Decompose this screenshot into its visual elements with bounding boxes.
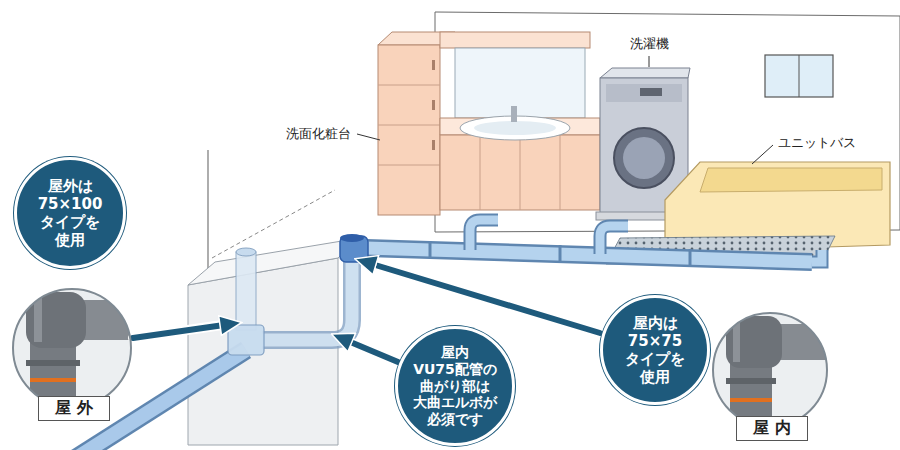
pointer-arrow <box>133 264 600 362</box>
leader-line-part <box>649 56 650 67</box>
callout-text: 屋外は 75×100 タイプを 使用 <box>38 177 103 249</box>
foundation <box>188 150 360 445</box>
elbow-photo-indoor <box>712 312 838 440</box>
drain-pipe-part <box>236 252 256 330</box>
drain-pipe-part <box>470 220 498 250</box>
washing-machine-part <box>623 137 665 179</box>
elbow-photo-outdoor-part <box>26 292 86 348</box>
elbow-photo-outdoor-part <box>26 360 80 366</box>
vanity-unit-part <box>378 45 440 215</box>
callout-circle: 屋内 VU75配管の 曲がり部は 大曲エルボが 必須です <box>395 326 515 446</box>
callout-text: 屋内 VU75配管の 曲がり部は 大曲エルボが 必須です <box>413 344 497 428</box>
drain-pipe <box>70 220 822 450</box>
elbow-photo-indoor-part <box>726 316 782 368</box>
drain-pipe-part <box>236 248 256 256</box>
washing-machine-part <box>606 84 682 102</box>
leader-line-part <box>357 134 380 140</box>
drain-pipe-part <box>812 250 822 262</box>
drain-pipe-part <box>470 220 498 250</box>
vanity-unit-part <box>432 140 435 150</box>
inset-tab-label: 屋 内 <box>736 416 808 441</box>
vanity-unit-part <box>378 165 440 166</box>
elbow-photo-indoor-part <box>733 322 740 362</box>
room-wall-part <box>799 55 800 97</box>
drain-pipe-part <box>600 226 628 254</box>
vanity-unit-part <box>378 85 440 86</box>
foundation-part <box>207 150 208 278</box>
inset-tab-label: 屋 外 <box>38 396 110 421</box>
vanity-unit <box>378 32 600 215</box>
drain-pipe-part <box>262 258 352 340</box>
unit-bath-part <box>700 168 882 192</box>
elbow-photo-indoor-part <box>726 378 776 384</box>
elbow-photo-outdoor-part <box>30 378 76 382</box>
drain-pipe-part <box>689 249 692 266</box>
drain-pipe-part <box>228 325 264 355</box>
drain-pipe-part <box>366 248 812 262</box>
part-label: 洗濯機 <box>630 36 669 52</box>
photo-inset: 屋 内 <box>712 312 828 428</box>
vanity-unit-part <box>378 125 440 126</box>
elbow-photo-outdoor-part <box>34 298 42 342</box>
drain-pipe-part <box>600 226 628 254</box>
drain-pipe-part <box>366 248 812 262</box>
elbow-photo-indoor-part <box>730 398 772 402</box>
washing-machine-part <box>600 68 690 78</box>
vanity-unit-part <box>432 60 435 70</box>
callout-text: 屋内は 75×75 タイプを 使用 <box>625 314 685 386</box>
leader-line-part <box>752 145 773 164</box>
callout-circle: 屋内は 75×75 タイプを 使用 <box>600 295 710 405</box>
vanity-unit-part <box>560 135 561 210</box>
vanity-unit-part <box>480 135 481 210</box>
drain-pipe-part <box>559 245 562 262</box>
pointer-arrow-part <box>348 341 398 362</box>
drain-pipe-part <box>340 234 364 242</box>
vanity-unit-part <box>440 135 600 210</box>
vanity-unit-part <box>440 32 590 48</box>
vanity-unit-part <box>520 135 521 210</box>
foundation-part <box>188 258 338 445</box>
leader-line <box>357 56 773 164</box>
foundation-part <box>188 238 360 285</box>
vanity-unit-part <box>455 48 585 118</box>
elbow-photo-outdoor <box>12 288 150 420</box>
drain-pipe-part <box>812 250 822 262</box>
vanity-unit-part <box>474 121 556 135</box>
part-label: ユニットバス <box>778 135 856 151</box>
photo-inset: 屋 外 <box>12 288 132 408</box>
drain-pipe-part <box>429 241 432 258</box>
pointer-arrow-part <box>133 325 224 338</box>
washing-machine-part <box>640 88 662 96</box>
pointer-arrow-part <box>372 264 600 333</box>
drain-pipe-part <box>262 258 352 340</box>
washing-machine-part <box>614 128 674 188</box>
vanity-unit-part <box>511 106 517 122</box>
part-label: 洗面化粧台 <box>286 126 351 142</box>
callout-circle: 屋外は 75×100 タイプを 使用 <box>14 157 126 269</box>
room-wall-part <box>765 55 833 97</box>
vanity-unit-part <box>432 100 435 110</box>
